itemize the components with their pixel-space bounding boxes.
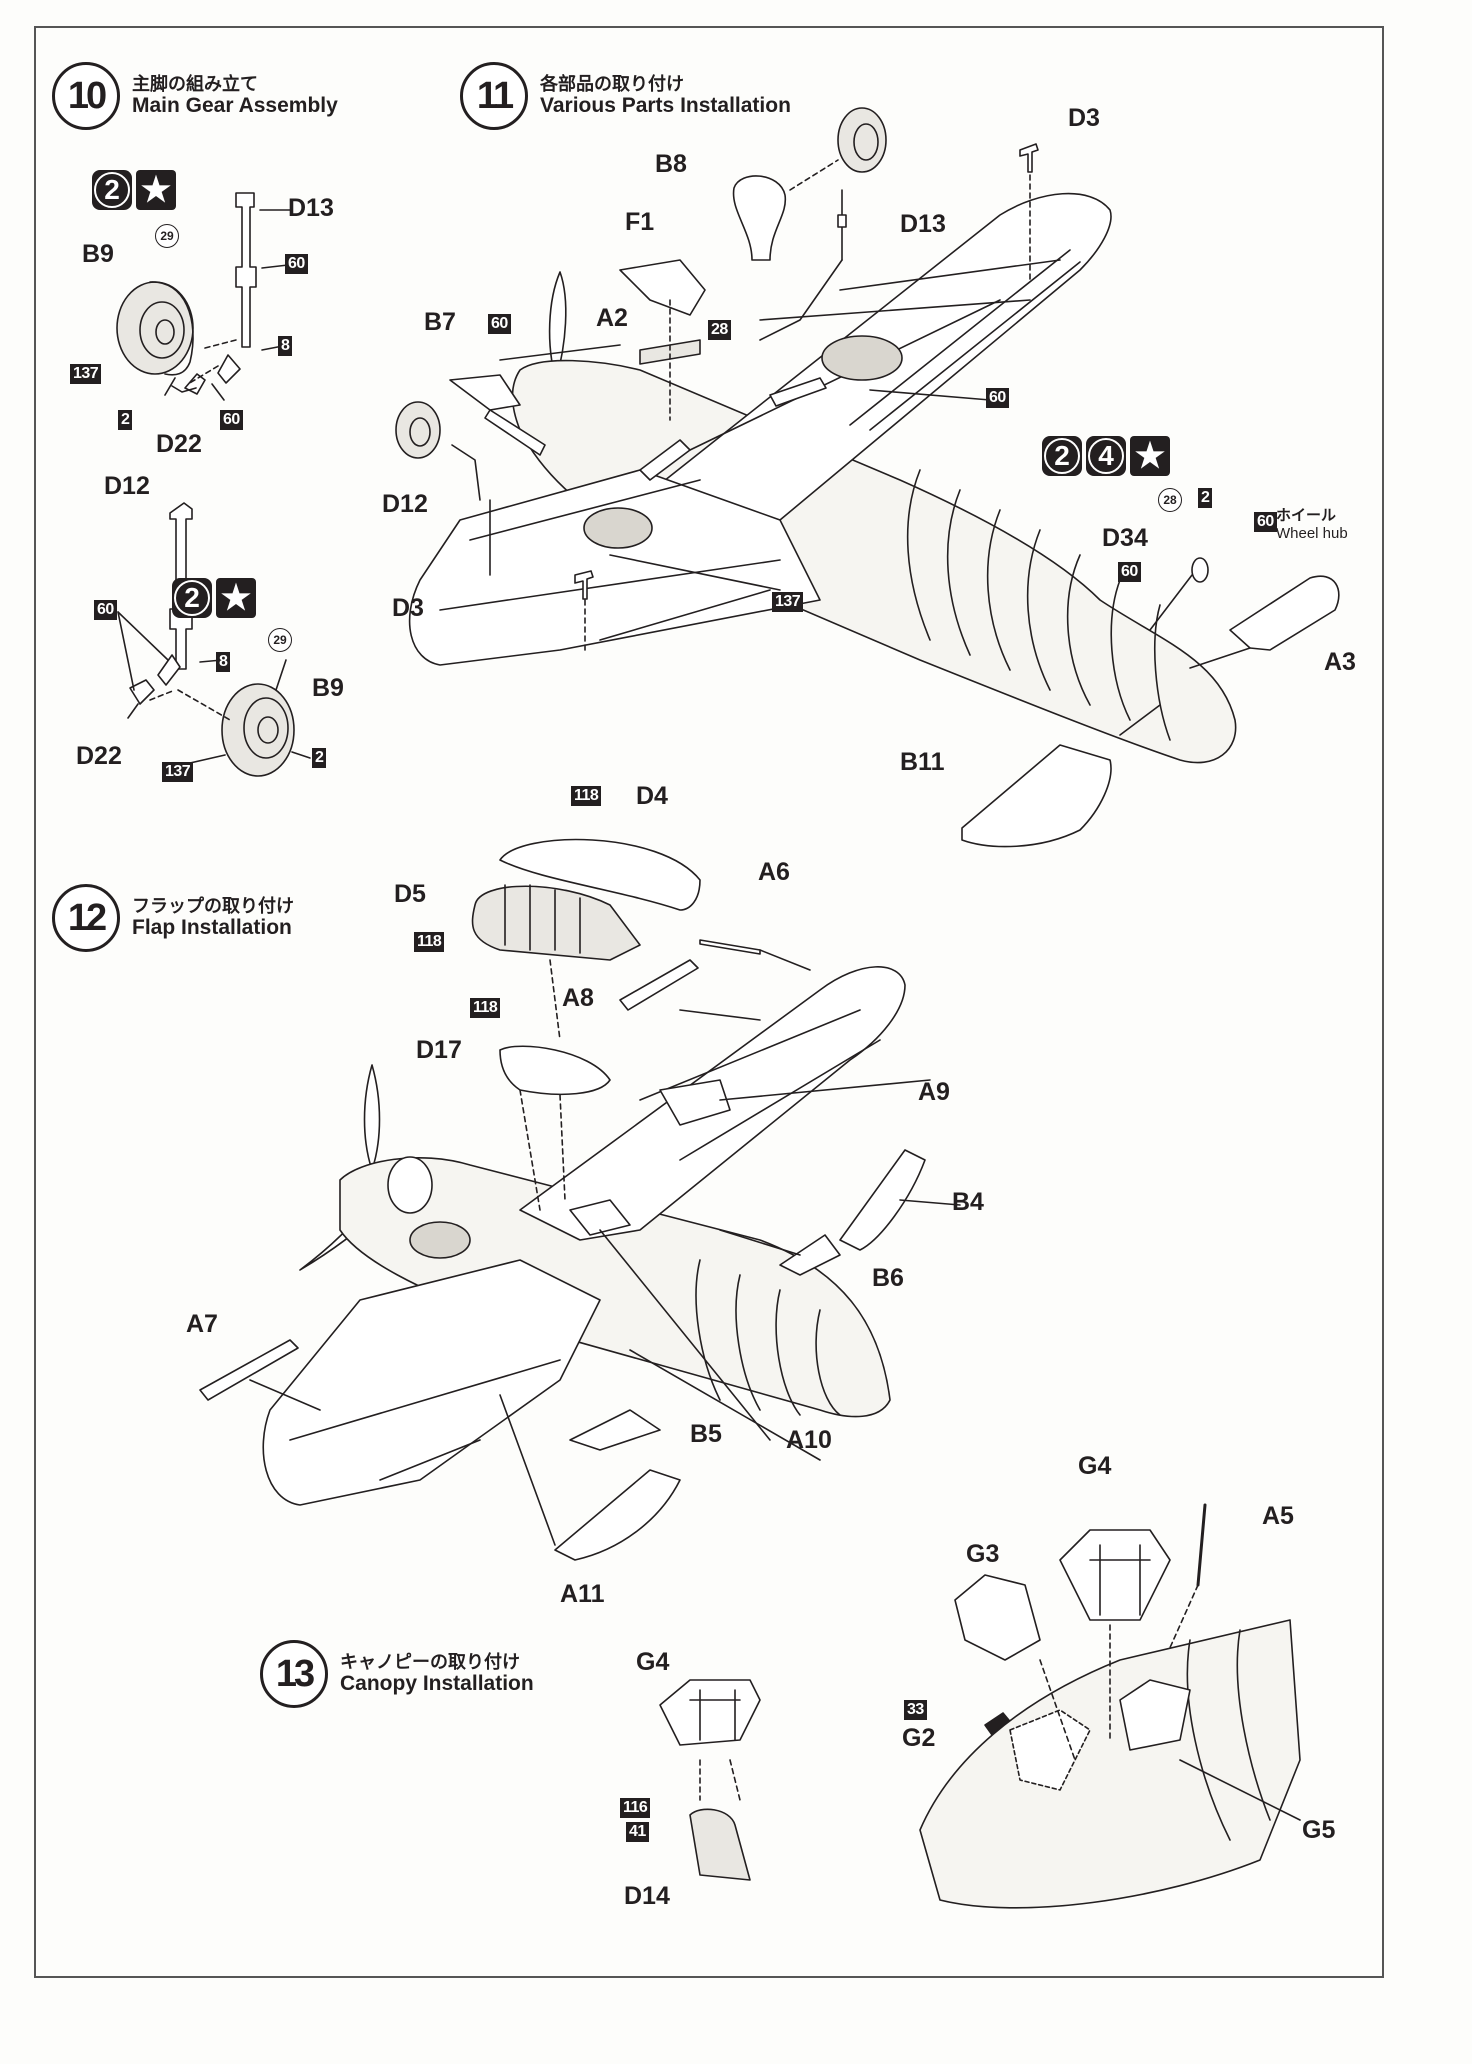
paint-code: 8 — [278, 336, 293, 356]
step12-aircraft-flaps — [199, 838, 961, 1561]
step-number: 10 — [52, 62, 120, 130]
step-number: 13 — [260, 1640, 328, 1708]
part-label: D12 — [104, 472, 150, 500]
part-label: A8 — [562, 984, 594, 1012]
step-title-en: Flap Installation — [132, 916, 292, 940]
step-10-header: 10 主脚の組み立て Main Gear Assembly — [52, 62, 338, 130]
paint-code: 116 — [620, 1798, 651, 1818]
paint-code-ring: 29 — [268, 628, 292, 652]
star-icon: ★ — [1130, 436, 1170, 476]
step-title-jp: フラップの取り付け — [132, 895, 294, 916]
step-title-en: Canopy Installation — [340, 1672, 534, 1696]
step-title-en: Main Gear Assembly — [132, 94, 338, 118]
paint-ref-badge: 2 ★ — [172, 578, 256, 618]
part-label: D22 — [156, 430, 202, 458]
part-label: A2 — [596, 304, 628, 332]
paint-code: 41 — [626, 1822, 649, 1842]
part-label: D4 — [636, 782, 668, 810]
part-label: A3 — [1324, 648, 1356, 676]
step-title-jp: 主脚の組み立て — [132, 73, 258, 94]
step-12-header: 12 フラップの取り付け Flap Installation — [52, 884, 294, 952]
wheel-hub-label-jp: ホイール — [1276, 507, 1337, 524]
paint-code: 118 — [571, 786, 602, 806]
part-label: B4 — [952, 1188, 984, 1216]
part-label: D3 — [1068, 104, 1100, 132]
paint-number-icon: 4 — [1086, 436, 1126, 476]
star-icon: ★ — [136, 170, 176, 210]
page-border — [34, 26, 1384, 1978]
paint-code: 137 — [772, 592, 804, 612]
part-label: G5 — [1302, 1816, 1336, 1844]
paint-code-ring: 29 — [155, 224, 179, 248]
part-label: A11 — [560, 1580, 605, 1608]
part-label: G4 — [1078, 1452, 1112, 1480]
part-label: B7 — [424, 308, 456, 336]
part-label: G3 — [966, 1540, 1000, 1568]
paint-code: 60 — [986, 388, 1009, 408]
paint-code: 60 — [1118, 562, 1141, 582]
part-label: A10 — [786, 1426, 832, 1454]
step-number: 12 — [52, 884, 120, 952]
step11-aircraft-underside — [395, 107, 1340, 848]
paint-code-ring: 28 — [1158, 488, 1182, 512]
part-label: F1 — [625, 208, 655, 236]
part-label: B11 — [900, 748, 945, 776]
part-label: A9 — [918, 1078, 950, 1106]
step-11-header: 11 各部品の取り付け Various Parts Installation — [460, 62, 791, 130]
paint-number-icon: 2 — [172, 578, 212, 618]
paint-ref-badge: 2 ★ — [92, 170, 176, 210]
step-title-en: Various Parts Installation — [540, 94, 791, 118]
step-13-header: 13 キャノピーの取り付け Canopy Installation — [260, 1640, 534, 1708]
part-label: G4 — [636, 1648, 670, 1676]
part-label: A7 — [186, 1310, 218, 1338]
step10-top-gear-drawing — [116, 192, 291, 401]
step-number: 11 — [460, 62, 528, 130]
part-label: D34 — [1102, 524, 1148, 552]
paint-code: 60 — [1254, 512, 1277, 532]
step10-bottom-gear-drawing — [117, 502, 311, 777]
part-label: D5 — [394, 880, 426, 908]
paint-code: 118 — [470, 998, 501, 1018]
part-label: D3 — [392, 594, 424, 622]
part-label: D12 — [382, 490, 428, 518]
paint-ref-badge: 2 4 ★ — [1042, 436, 1170, 476]
part-label: B8 — [655, 150, 687, 178]
step-title-jp: 各部品の取り付け — [540, 73, 684, 94]
part-label: D22 — [76, 742, 122, 770]
part-label: D14 — [624, 1882, 670, 1910]
paint-code: 2 — [118, 410, 133, 430]
part-label: A5 — [1262, 1502, 1294, 1530]
paint-code: 60 — [488, 314, 511, 334]
paint-code: 2 — [312, 748, 327, 768]
part-label: G2 — [902, 1724, 936, 1752]
paint-code: 137 — [162, 762, 194, 782]
paint-code: 60 — [220, 410, 243, 430]
paint-number-icon: 2 — [1042, 436, 1082, 476]
paint-code: 2 — [1198, 488, 1213, 508]
paint-code: 28 — [708, 320, 731, 340]
part-label: B9 — [312, 674, 344, 702]
paint-number-icon: 2 — [92, 170, 132, 210]
part-label: B5 — [690, 1420, 722, 1448]
paint-code: 137 — [70, 364, 102, 384]
paint-code: 8 — [216, 652, 231, 672]
part-label: D17 — [416, 1036, 462, 1064]
part-label: D13 — [900, 210, 946, 238]
paint-code: 60 — [285, 254, 308, 274]
step13-canopy-drawings — [659, 1503, 1301, 1909]
paint-code: 60 — [94, 600, 117, 620]
part-label: D13 — [288, 194, 334, 222]
paint-code: 118 — [414, 932, 445, 952]
part-label: A6 — [758, 858, 790, 886]
step-title-jp: キャノピーの取り付け — [340, 1651, 520, 1672]
part-label: B9 — [82, 240, 114, 268]
star-icon: ★ — [216, 578, 256, 618]
part-label: B6 — [872, 1264, 904, 1292]
wheel-hub-label-en: Wheel hub — [1276, 525, 1348, 542]
paint-code: 33 — [904, 1700, 927, 1720]
